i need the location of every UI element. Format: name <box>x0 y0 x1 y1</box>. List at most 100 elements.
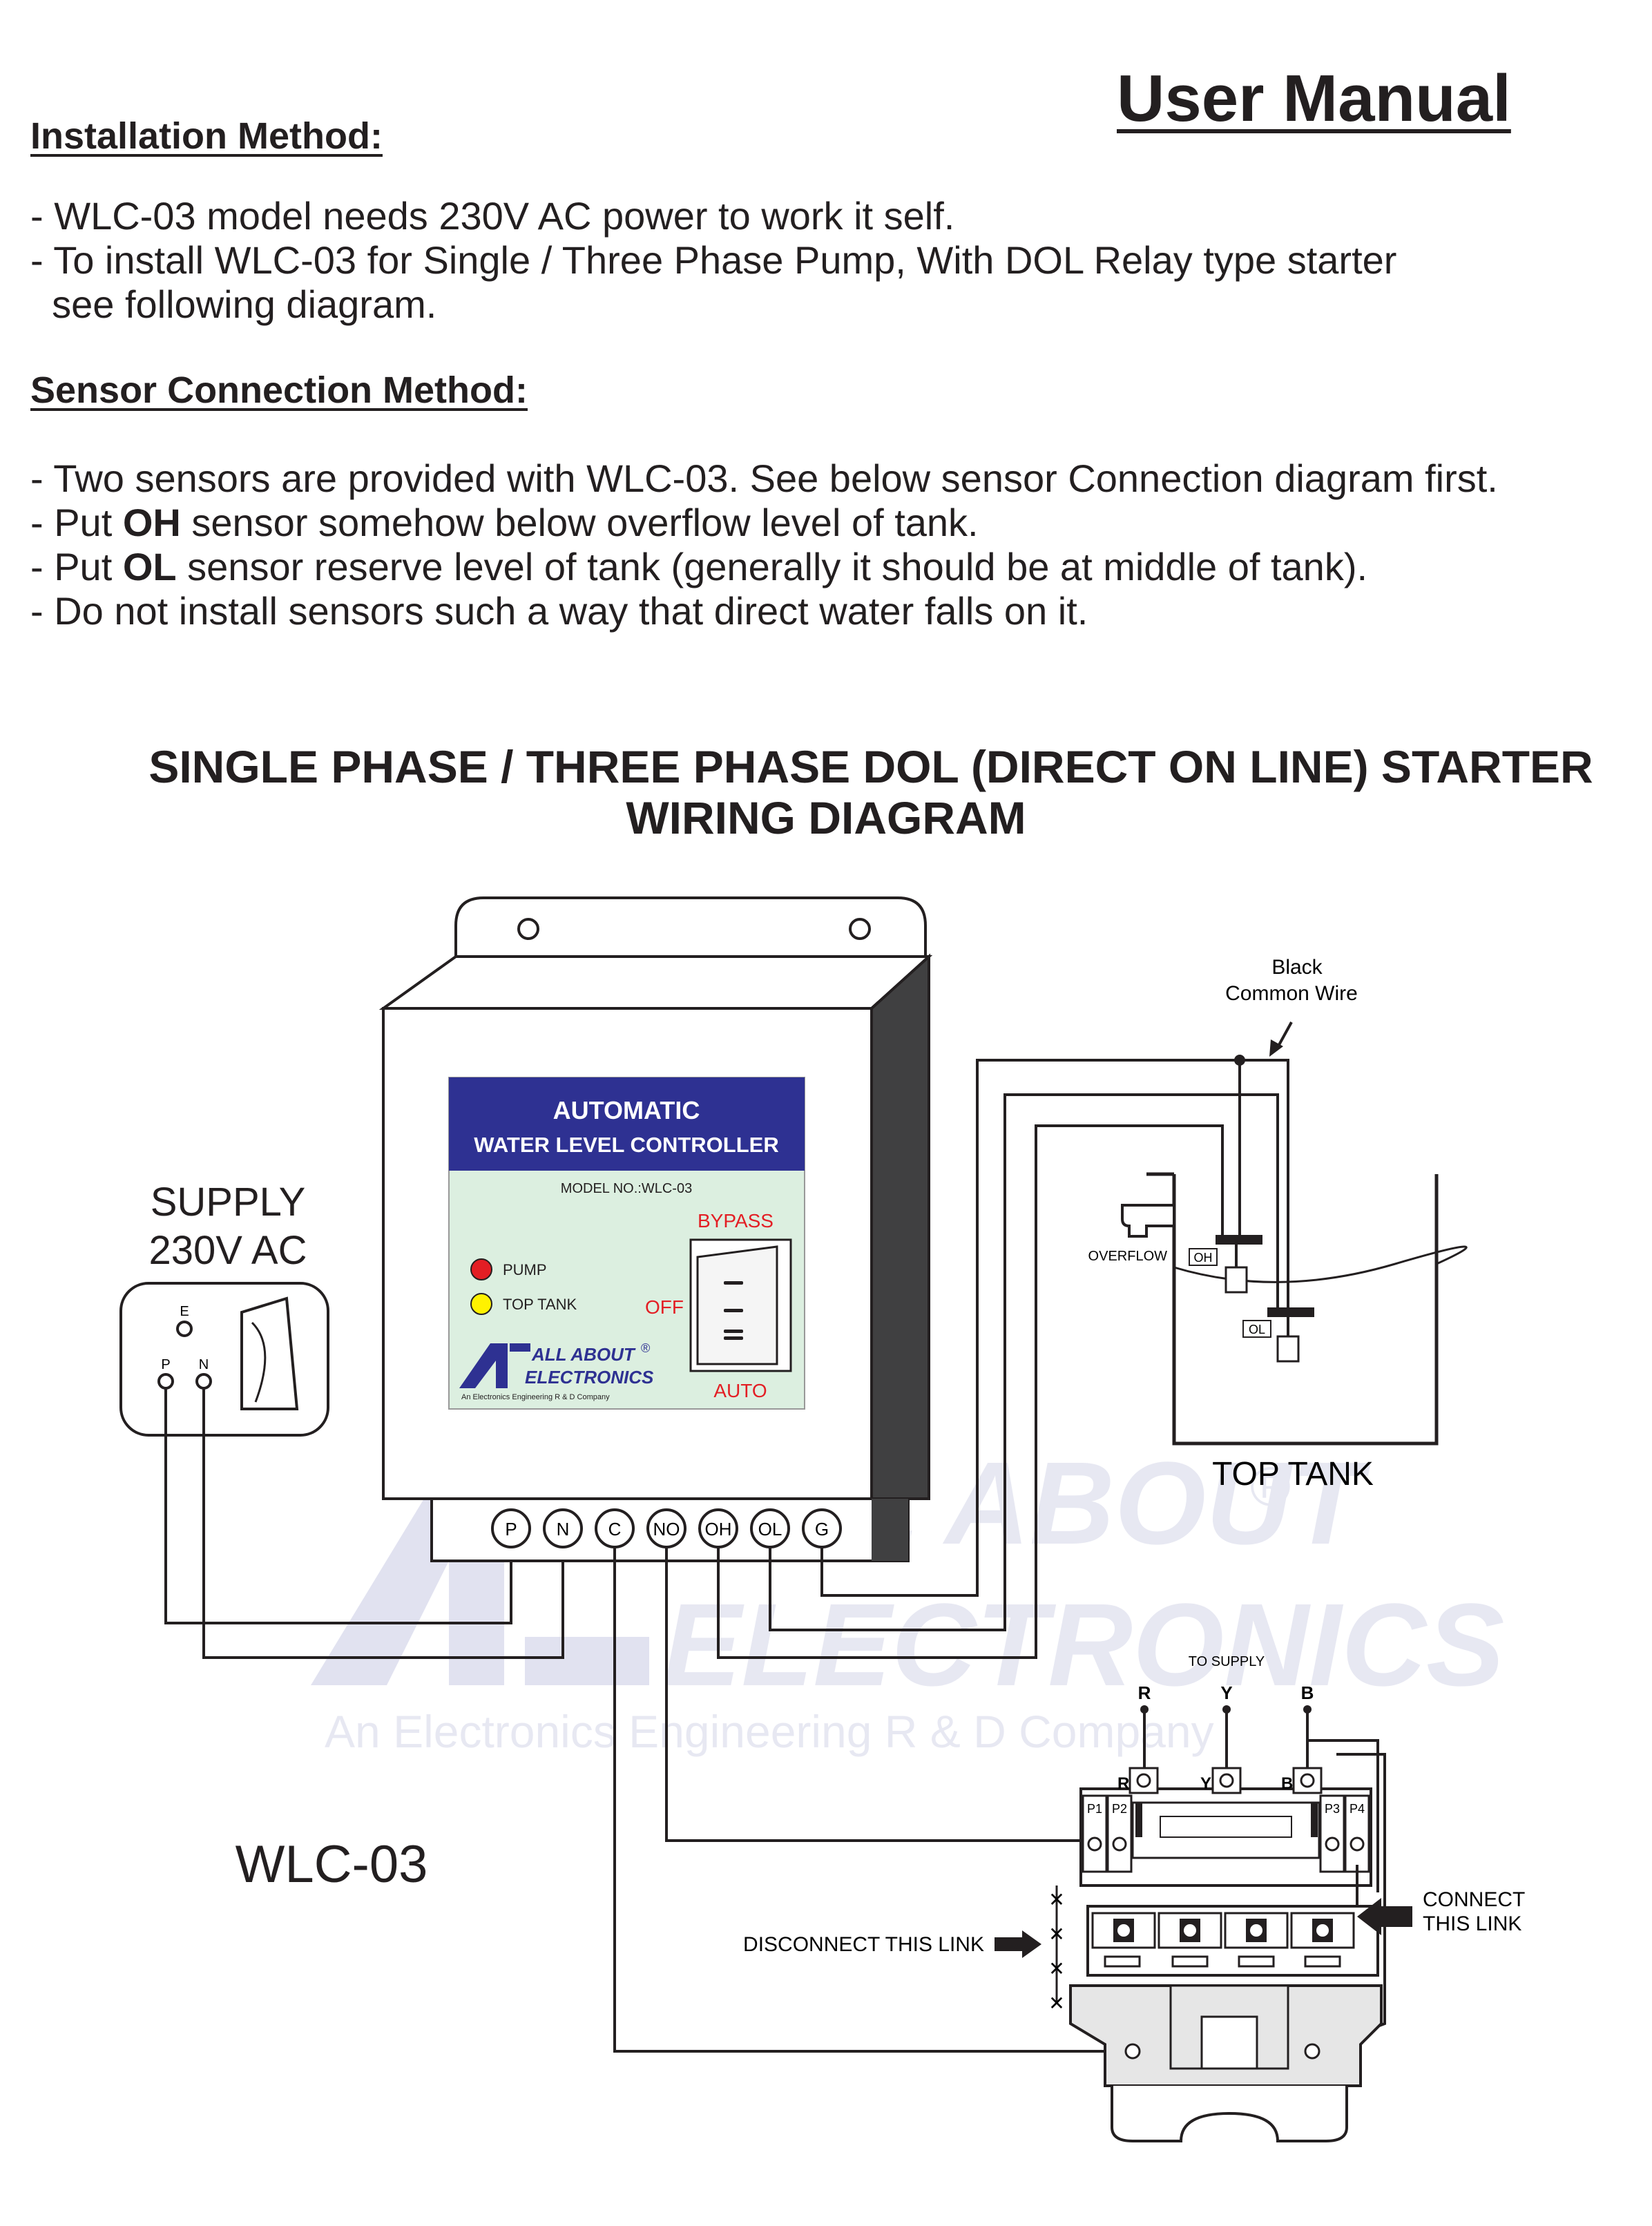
socket-switch <box>240 1296 299 1410</box>
wire-n <box>202 1388 564 1659</box>
watermark-logo-bar-2 <box>525 1637 649 1685</box>
supply-y-label: Y <box>1220 1682 1232 1703</box>
wire-common <box>1240 1059 1289 1312</box>
disconnect-x-3: ✕ <box>1048 1958 1064 1979</box>
sensor-line-3-bold: OL <box>122 545 177 588</box>
common-wire-arrow-head <box>1269 1039 1283 1057</box>
front-panel: AUTOMATIC WATER LEVEL CONTROLLER MODEL N… <box>448 1077 805 1410</box>
sensor-line-3-suffix: sensor reserve level of tank (generally … <box>176 545 1368 588</box>
pin-p3-screw <box>1325 1836 1340 1852</box>
disconnect-label: DISCONNECT THIS LINK <box>743 1933 984 1956</box>
panel-logo-registered: ® <box>641 1341 650 1355</box>
oh-label-box <box>1189 1248 1218 1266</box>
wire-ol <box>769 1093 1279 1631</box>
panel-line-1: AUTOMATIC <box>553 1096 700 1124</box>
supply-r-dot <box>1140 1705 1149 1714</box>
watermark-line-2: ELECTRONICS <box>663 1580 1504 1711</box>
sensor-line-3-prefix: - Put <box>30 545 123 588</box>
coil-screw-right <box>1304 2043 1320 2060</box>
pin-p3-label: P3 <box>1325 1802 1340 1816</box>
contact-4-center <box>1316 1924 1329 1937</box>
top-b-screw <box>1300 1773 1315 1788</box>
overflow-pipe <box>1121 1204 1175 1238</box>
top-r-label: R <box>1117 1774 1129 1793</box>
pin-p2-link <box>1135 1803 1142 1837</box>
pin-p2-label: P2 <box>1112 1802 1127 1816</box>
terminal-p-label: P <box>505 1519 517 1539</box>
socket-switch-face <box>251 1321 267 1403</box>
contact-3-center <box>1250 1924 1262 1937</box>
mode-switch-rocker <box>696 1245 778 1365</box>
pin-p3-link <box>1311 1803 1318 1837</box>
wire-common-junction <box>1234 1055 1245 1066</box>
panel-logo-tagline: An Electronics Engineering R & D Company <box>461 1393 610 1401</box>
to-supply-label: TO SUPPLY <box>1189 1654 1265 1669</box>
pin-p2-box <box>1106 1794 1133 1873</box>
panel-logo-line-2: ELECTRONICS <box>525 1367 654 1388</box>
tank-wall <box>1172 1174 1439 1446</box>
wire-b-loop <box>1306 1739 1379 1892</box>
sensor-heading: Sensor Connection Method: <box>30 370 528 411</box>
model-label: WLC-03 <box>236 1835 428 1894</box>
wire-p <box>164 1388 512 1624</box>
installation-heading: Installation Method: <box>30 115 383 157</box>
terminal-block-side <box>872 1499 908 1561</box>
sensor-line-1: - Two sensors are provided with WLC-03. … <box>30 456 1498 501</box>
panel-model: MODEL NO.:WLC-03 <box>561 1181 692 1196</box>
terminal-g-label: G <box>815 1519 829 1539</box>
ol-label-box <box>1242 1320 1271 1338</box>
terminal-ol-label: OL <box>758 1519 782 1539</box>
socket-p-hole <box>157 1373 174 1390</box>
panel-line-2: WATER LEVEL CONTROLLER <box>474 1133 778 1157</box>
connect-label-2: THIS LINK <box>1423 1912 1521 1935</box>
installation-line-1: - WLC-03 model needs 230V AC power to wo… <box>30 194 955 238</box>
contact-1-center <box>1117 1924 1130 1937</box>
wire-c <box>613 1547 1133 2053</box>
controller-side-face <box>870 953 930 1500</box>
starter-coil-slot <box>1200 2015 1258 2070</box>
mode-switch-mark-2 <box>724 1309 743 1312</box>
supply-socket <box>119 1282 329 1437</box>
installation-line-2: - To install WLC-03 for Single / Three P… <box>30 238 1397 282</box>
socket-n-hole <box>195 1373 212 1390</box>
ol-sensor-bar <box>1267 1307 1314 1317</box>
sensor-line-2: - Put OH sensor somehow below overflow l… <box>30 500 979 545</box>
starter-inner-strip <box>1160 1816 1292 1838</box>
socket-n-label: N <box>199 1357 209 1372</box>
pin-p4-label: P4 <box>1350 1802 1365 1816</box>
socket-e-hole <box>176 1321 193 1337</box>
supply-b-label: B <box>1301 1682 1314 1703</box>
sensor-line-2-suffix: sensor somehow below overflow level of t… <box>180 501 979 544</box>
panel-auto: AUTO <box>713 1380 767 1401</box>
supply-b-dot <box>1303 1705 1312 1714</box>
socket-p-label: P <box>161 1357 170 1372</box>
top-y-screw <box>1219 1773 1234 1788</box>
mode-switch-mark-1 <box>724 1281 743 1285</box>
mode-switch-mark-3 <box>724 1330 743 1333</box>
common-wire-label-1: Black <box>1271 956 1323 979</box>
top-b-label: B <box>1281 1774 1293 1793</box>
oh-label: OH <box>1194 1251 1213 1265</box>
oh-sensor-bar <box>1216 1235 1262 1245</box>
sensor-line-2-prefix: - Put <box>30 501 123 544</box>
contact-slot-1 <box>1104 1955 1141 1968</box>
terminal-n <box>543 1508 583 1548</box>
panel-logo-line-1: ALL ABOUT <box>531 1344 636 1365</box>
terminal-n-label: N <box>557 1519 570 1539</box>
top-y-label: Y <box>1200 1774 1211 1793</box>
controller-top-face <box>378 955 933 1010</box>
contact-slot-2 <box>1171 1955 1209 1968</box>
installation-line-3: see following diagram. <box>30 282 437 326</box>
mount-hole-left <box>517 918 539 940</box>
coil-screw-left <box>1124 2043 1141 2060</box>
tank-water-line <box>1173 1245 1468 1283</box>
terminal-p <box>491 1508 531 1548</box>
terminal-no-label: NO <box>653 1519 680 1539</box>
panel-logo-mark <box>459 1343 508 1388</box>
socket-e-label: E <box>180 1304 189 1319</box>
mount-hole-right <box>849 918 871 940</box>
top-r-screw-box <box>1128 1767 1159 1794</box>
pin-p3-box <box>1319 1794 1345 1873</box>
wire-oh <box>717 1124 1224 1659</box>
